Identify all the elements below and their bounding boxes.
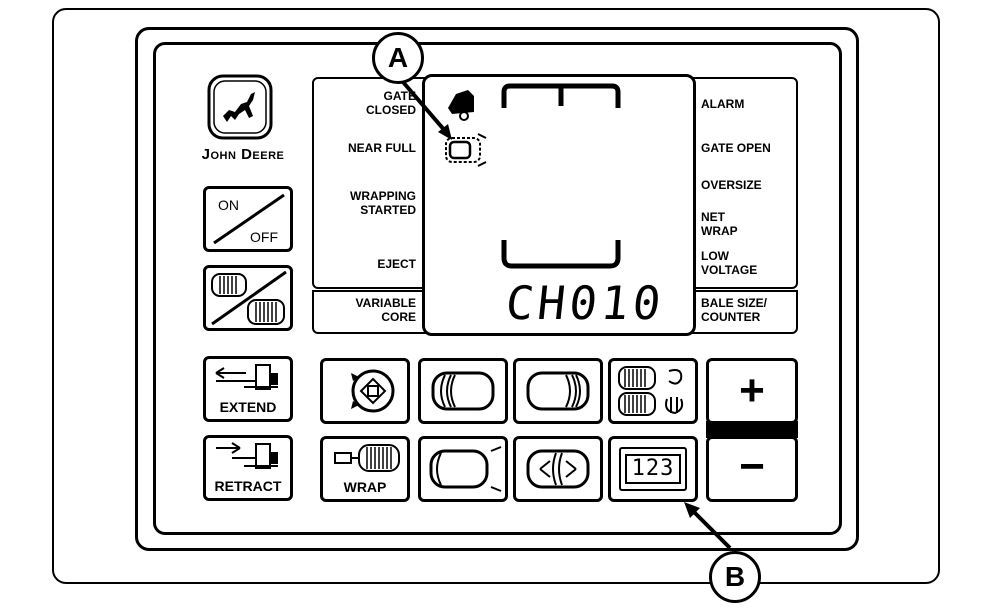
plus-label: + [739, 366, 765, 415]
brand-name: John Deere [201, 146, 285, 163]
label-gate-closed: GATE CLOSED [365, 89, 416, 117]
callout-b: B [709, 551, 761, 603]
plus-minus-divider [706, 421, 798, 438]
wrap-mode-button[interactable] [608, 358, 698, 424]
lcd-graphics [422, 74, 696, 336]
counter-display-frame: 123 [619, 447, 687, 491]
bale-size-button[interactable] [513, 436, 603, 502]
on-label: ON [218, 197, 239, 213]
on-off-button[interactable]: ON OFF [203, 186, 293, 252]
label-oversize: OVERSIZE [701, 178, 762, 192]
label-wrapping-started: WRAPPING STARTED [350, 189, 416, 217]
wrap-label: WRAP [343, 479, 387, 495]
bezel-inner [153, 42, 842, 535]
label-alarm: ALARM [701, 97, 745, 111]
counter-digits: 123 [625, 454, 681, 484]
outer-housing [52, 8, 940, 584]
core-button[interactable] [320, 358, 410, 424]
lcd-readout: CH010 [503, 276, 668, 330]
bezel-outer [135, 27, 859, 551]
label-gate-open: GATE OPEN [701, 141, 771, 155]
callout-a: A [372, 32, 424, 84]
plus-button[interactable]: + [706, 358, 798, 424]
bale-small-button[interactable] [418, 358, 508, 424]
label-near-full: NEAR FULL [348, 141, 416, 155]
counter-button[interactable]: 123 [608, 436, 698, 502]
label-variable-core: VARIABLE CORE [355, 296, 416, 324]
minus-button[interactable]: − [706, 436, 798, 502]
bale-toggle-button[interactable] [203, 265, 293, 331]
label-net-wrap: NET WRAP [701, 210, 738, 238]
extend-button[interactable]: EXTEND [203, 356, 293, 422]
bale-large-button[interactable] [513, 358, 603, 424]
label-eject: EJECT [377, 257, 416, 271]
near-full-button[interactable] [418, 436, 508, 502]
wrap-button[interactable]: WRAP [320, 436, 410, 502]
retract-label: RETRACT [214, 478, 282, 494]
john-deere-logo [205, 72, 275, 142]
label-low-voltage: LOW VOLTAGE [701, 249, 758, 277]
off-label: OFF [250, 229, 278, 245]
minus-label: − [739, 442, 765, 491]
label-bale-size-counter: BALE SIZE/ COUNTER [701, 296, 768, 324]
retract-button[interactable]: RETRACT [203, 435, 293, 501]
extend-label: EXTEND [219, 399, 277, 415]
